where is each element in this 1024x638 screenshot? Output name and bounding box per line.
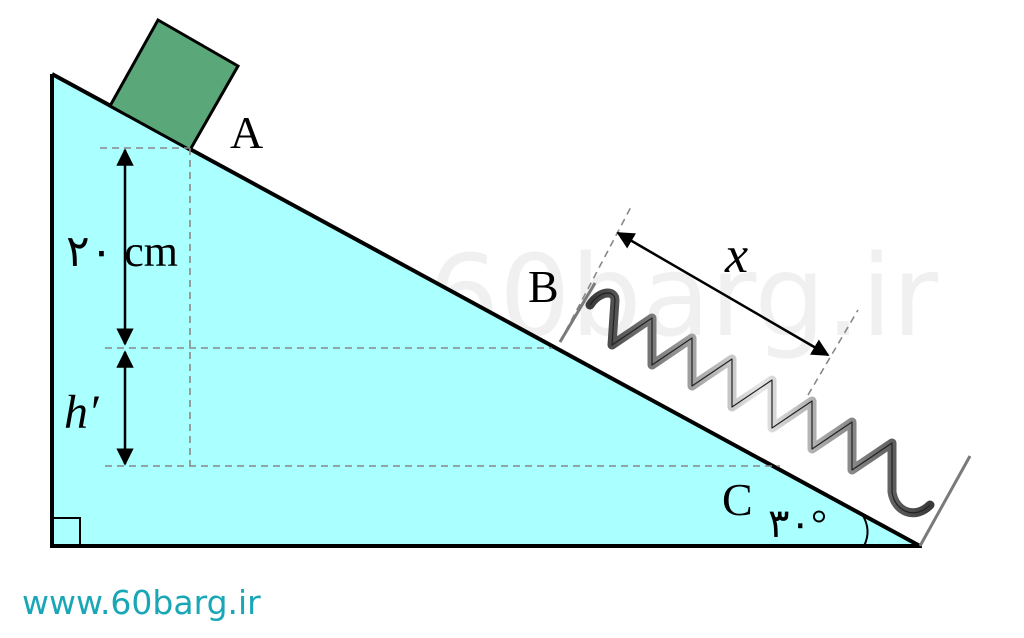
spring-left-plate <box>558 282 597 343</box>
spring-length-arrow <box>616 231 830 357</box>
right-angle-marker <box>52 517 81 546</box>
spring-length-label: x <box>724 227 748 284</box>
footer-url[interactable]: www.60barg.ir <box>22 583 261 622</box>
guide-spring-right <box>807 309 859 396</box>
angle-arc <box>861 513 869 547</box>
point-c-label: C <box>722 474 753 525</box>
angle-label: ۳۰° <box>768 501 827 546</box>
block <box>107 17 241 153</box>
dashed-guides <box>100 147 859 467</box>
height-bottom-label: h′ <box>64 386 100 439</box>
point-b-label: B <box>528 261 559 312</box>
incline-surface <box>51 72 921 548</box>
point-a-label: A <box>230 107 263 158</box>
spring-coil-outline <box>589 292 931 514</box>
wall-plate <box>918 455 972 547</box>
height-top-label: ۲۰ cm <box>66 227 178 276</box>
